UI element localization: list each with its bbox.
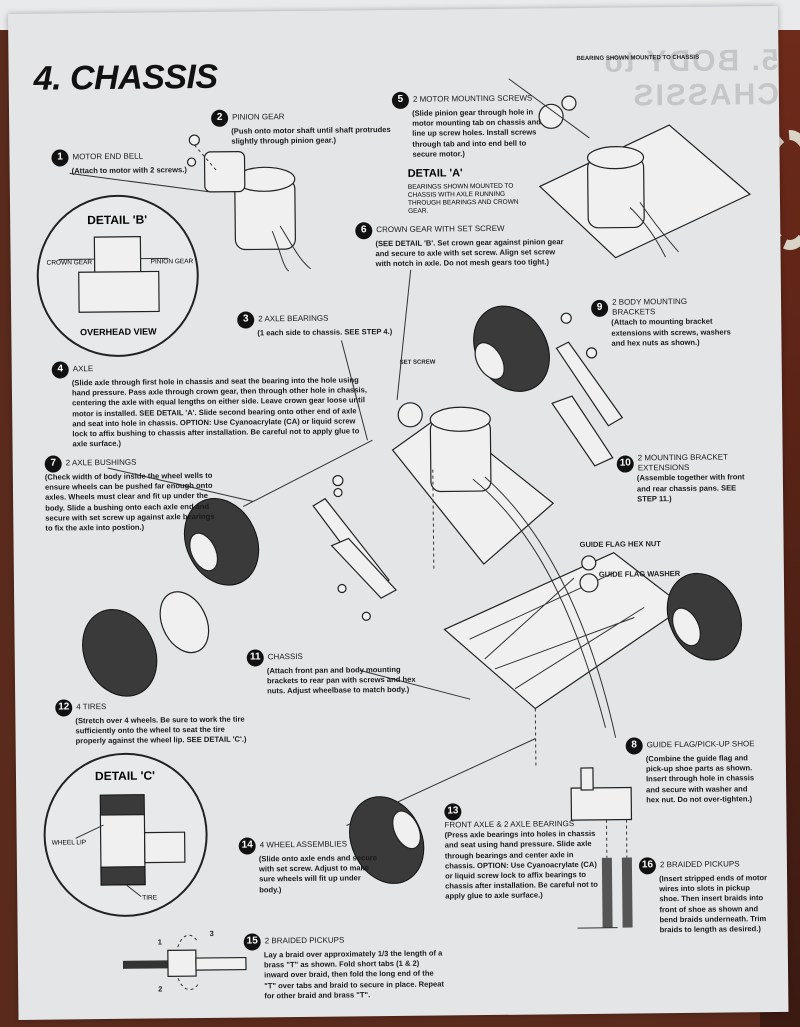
step-13: 13 FRONT AXLE & 2 AXLE BEARINGS (Press a… [444, 802, 605, 902]
step-number: 4 [51, 361, 69, 379]
step-number: 7 [44, 455, 62, 473]
detail-a-drawing [508, 78, 752, 259]
step-body: (1 each side to chassis. SEE STEP 4.) [257, 326, 393, 338]
step-name: 2 AXLE BEARINGS [258, 314, 329, 324]
fold-label-3: 3 [209, 928, 214, 938]
instruction-sheet: 5. BODY to CHASSIS 4. CHASSIS [8, 5, 789, 1020]
guide-flag-washer-label: GUIDE FLAG WASHER [598, 568, 681, 579]
callout-lines [69, 172, 618, 929]
step-number: 6 [355, 222, 373, 240]
step-name: 4 TIRES [76, 702, 107, 712]
step-name: CHASSIS [267, 652, 303, 662]
detail-c: DETAIL 'C' WHEEL LIP TIRE [42, 751, 209, 918]
step-body: (Slide axle through first hole in chassi… [71, 375, 367, 449]
chassis-drawing [242, 402, 686, 826]
step-number: 9 [591, 299, 609, 317]
detail-a-text: BEARINGS SHOWN MOUNTED TO CHASSIS WITH A… [407, 182, 519, 215]
detail-c-tire-label: TIRE [142, 894, 158, 902]
detail-a-top-label: BEARING SHOWN MOUNTED TO CHASSIS [576, 54, 700, 63]
step-name: MOTOR END BELL [72, 151, 144, 162]
step-name: GUIDE FLAG/PICK-UP SHOE [646, 739, 755, 750]
step-name: 2 BODY MOUNTING BRACKETS [612, 296, 688, 317]
step-body: (Assemble together with front and rear c… [636, 472, 745, 504]
step-body: (Attach to motor with 2 screws.) [71, 165, 187, 176]
step-number: 12 [55, 699, 73, 717]
step-name: 2 MOTOR MOUNTING SCREWS [412, 93, 533, 105]
step-name: PINION GEAR [232, 112, 285, 123]
mounting-brackets-drawing [312, 312, 624, 621]
step-body: (Combine the guide flag and pick-up shoe… [645, 753, 755, 805]
step-body: (Insert stripped ends of motor wires int… [659, 873, 768, 935]
fold-label-2: 2 [158, 984, 163, 994]
guide-flag-drawing [570, 555, 633, 928]
detail-a-title: DETAIL 'A' [407, 167, 463, 180]
step-body: (Attach front pan and body mounting brac… [266, 664, 416, 696]
step-body: (SEE DETAIL 'B'. Set crown gear against … [375, 237, 564, 269]
step-number: 11 [246, 649, 264, 667]
brass-t-drawing [122, 934, 247, 990]
step-name: 2 BRAIDED PICKUPS [264, 935, 345, 946]
wheels-drawing [82, 305, 742, 884]
step-number: 14 [238, 837, 256, 855]
step-number: 2 [211, 109, 229, 127]
step-body: Lay a braid over approximately 1/3 the l… [263, 948, 445, 1001]
step-number: 5 [391, 91, 410, 109]
step-body: (Stretch over 4 wheels. Be sure to work … [75, 714, 247, 746]
guide-flag-hex-nut-label: GUIDE FLAG HEX NUT [579, 539, 661, 550]
step-number: 10 [616, 455, 634, 473]
fold-label-1: 1 [157, 937, 162, 947]
step-body: (Press axle bearings into holes in chass… [444, 829, 598, 901]
step-body: (Slide pinion gear through hole in motor… [412, 107, 541, 159]
detail-b-view-label: OVERHEAD VIEW [80, 326, 157, 338]
motor-drawing [186, 134, 311, 272]
set-screw-label: SET SCREW [399, 359, 436, 366]
step-name: AXLE [72, 364, 94, 374]
step-body: (Slide onto axle ends and secure with se… [258, 853, 378, 895]
step-number: 1 [51, 149, 69, 167]
step-number: 15 [243, 933, 261, 951]
step-number: 13 [444, 803, 462, 821]
step-number: 16 [638, 857, 657, 875]
assembly-illustration [69, 78, 752, 990]
step-body: (Attach to mounting bracket extensions w… [611, 317, 731, 348]
detail-b: DETAIL 'B' CROWN GEAR PINION GEAR OVERHE… [35, 194, 200, 358]
step-name: CROWN GEAR WITH SET SCREW [376, 224, 505, 235]
step-name: 2 MOUNTING BRACKET EXTENSIONS [637, 452, 728, 473]
step-number: 3 [237, 311, 255, 329]
detail-c-drawing [75, 794, 186, 898]
step-name: 4 WHEEL ASSEMBLIES [259, 839, 348, 850]
step-body: (Push onto motor shaft until shaft protr… [231, 124, 391, 146]
step-name: 2 BRAIDED PICKUPS [659, 859, 740, 870]
step-number: 8 [625, 737, 643, 755]
step-body: (Check width of body inside the wheel we… [44, 470, 215, 533]
detail-b-drawing [58, 236, 169, 313]
detail-c-wheel-lip-label: WHEEL LIP [51, 839, 87, 847]
step-name: 2 AXLE BUSHINGS [65, 458, 137, 468]
